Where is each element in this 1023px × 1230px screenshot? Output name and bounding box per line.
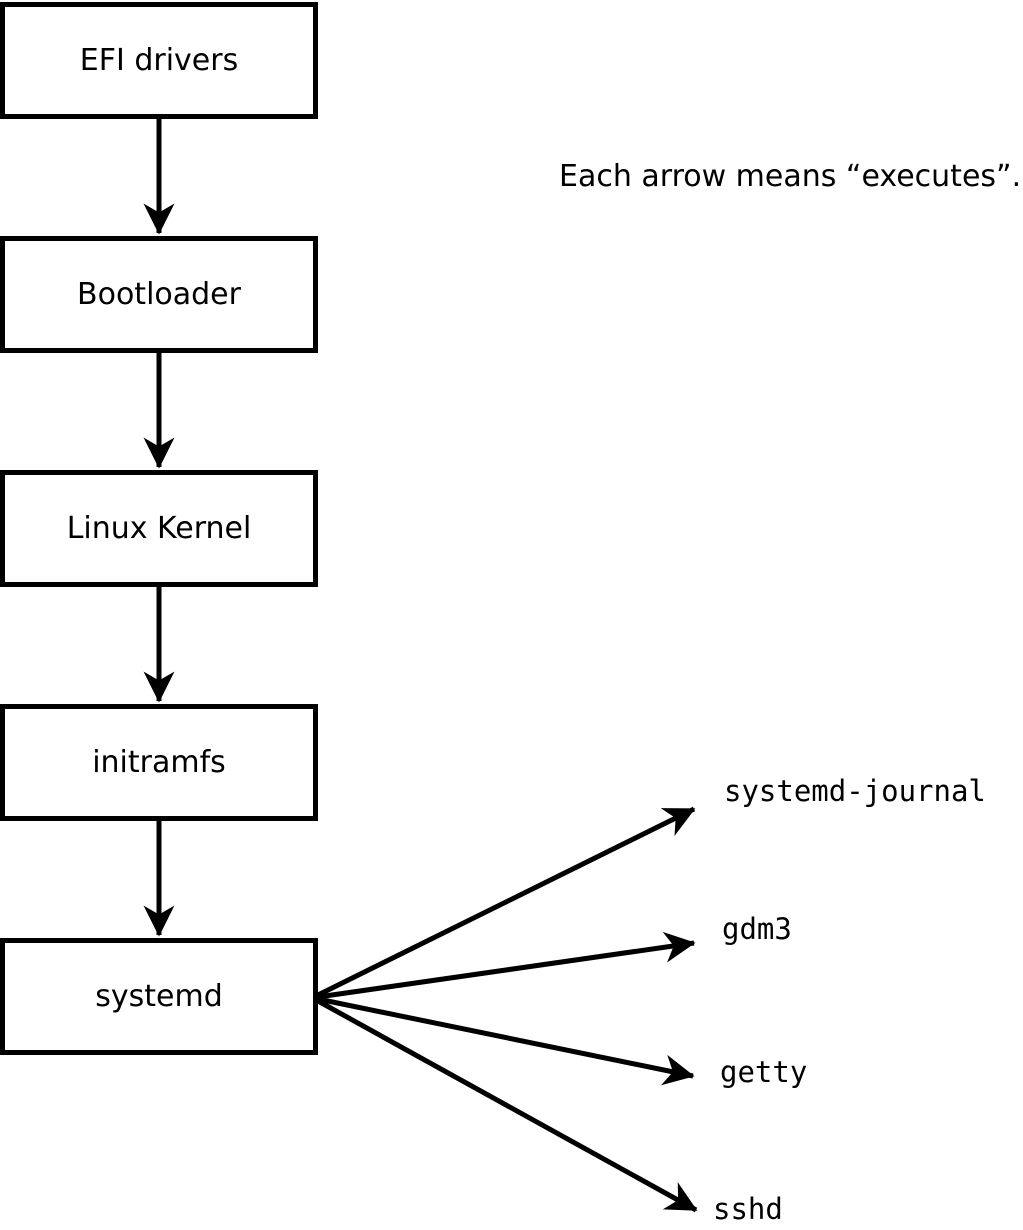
flow-box-label: Linux Kernel [66,511,252,546]
spawned-process-systemd-journal: systemd-journal [724,774,986,808]
arrow-systemd-to-getty [317,996,695,1086]
arrow-legend-note: Each arrow means “executes”. [559,159,1022,194]
flow-box-bootloader: Bootloader [0,236,318,353]
arrow-systemd-to-journal [316,806,696,998]
arrow-systemd-to-sshd [316,998,698,1213]
flow-box-label: Bootloader [77,277,241,312]
spawned-process-getty: getty [720,1055,808,1089]
flow-box-efi-drivers: EFI drivers [0,2,318,119]
spawned-process-gdm3: gdm3 [722,912,792,946]
flow-box-linux-kernel: Linux Kernel [0,470,318,587]
flow-box-label: EFI drivers [79,43,239,78]
flow-box-label: systemd [95,979,223,1014]
arrow-systemd-to-gdm3 [317,931,696,1000]
flow-box-label: initramfs [92,745,226,780]
spawned-process-sshd: sshd [713,1192,783,1226]
flow-box-initramfs: initramfs [0,704,318,821]
flow-box-systemd: systemd [0,938,318,1055]
